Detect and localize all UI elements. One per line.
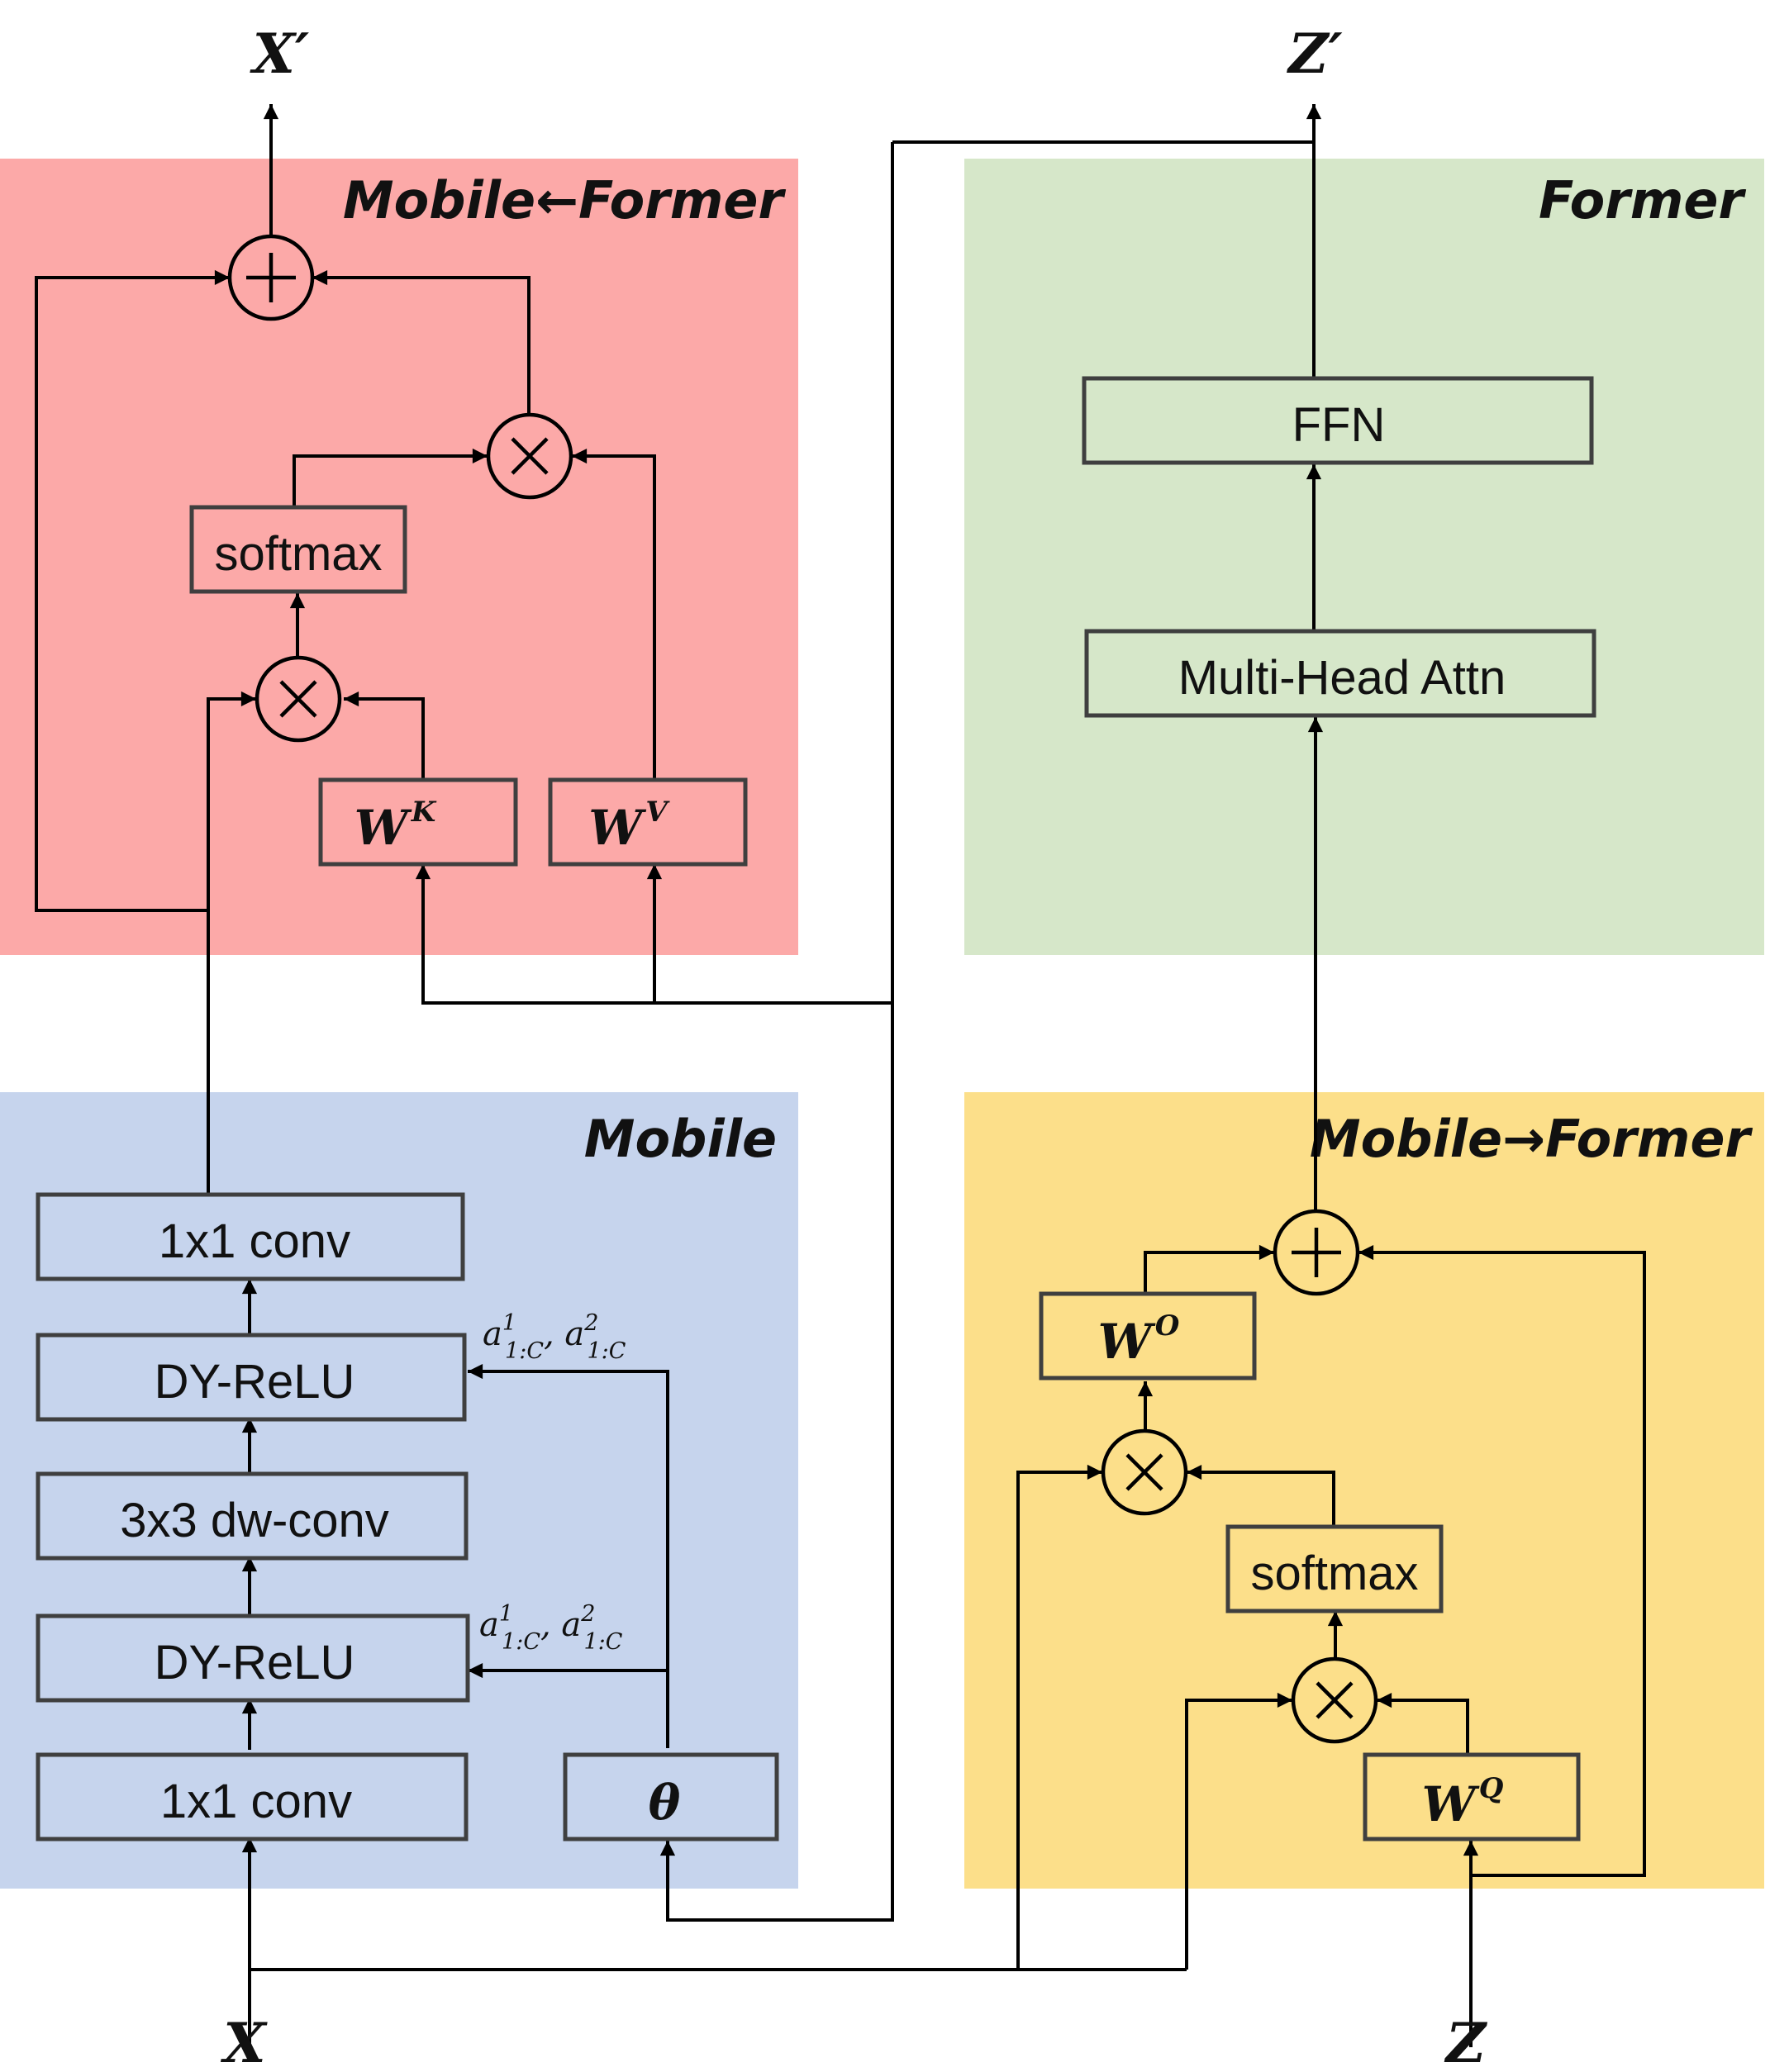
former-region [964, 159, 1764, 955]
arrow-residual-to-add-top [35, 269, 231, 912]
x-input-label: X [220, 2011, 268, 2072]
arrow-mobile-to-mul-top [207, 691, 257, 1195]
z-prime-label: Z′ [1286, 21, 1343, 86]
dyrelu-top-label: DY-ReLU [155, 1355, 355, 1409]
arrow-softmax-to-mul [293, 448, 488, 507]
conv1x1-top-label: 1x1 conv [159, 1214, 350, 1268]
mobile-former-region [0, 159, 798, 955]
arrow-mul-to-add-top [312, 269, 531, 413]
arrow-softmax-to-mul-bottom [1186, 1464, 1335, 1527]
times-operator-top-right [486, 412, 573, 500]
arrow-z-to-wk [415, 863, 892, 1005]
conv1x1-top-block: 1x1 conv [36, 1192, 465, 1281]
mobile-title: Mobile [584, 1109, 777, 1169]
plus-operator-top [227, 234, 315, 321]
arrow-x-to-mul-bottom-low [1185, 1692, 1293, 1970]
arrow-z-residual-to-add [1358, 1244, 1646, 1877]
conv1x1-bottom-label: 1x1 conv [160, 1775, 352, 1828]
arrow-wo-to-add [1144, 1244, 1275, 1292]
softmax-bottom-label: softmax [1250, 1547, 1418, 1600]
dyrelu-top-block: DY-ReLU [36, 1333, 467, 1422]
conv1x1-bottom-block: 1x1 conv [36, 1752, 469, 1842]
arrow-zprime-to-theta [659, 142, 894, 1922]
softmax-top-label: softmax [214, 527, 382, 581]
dyrelu-bottom-label: DY-ReLU [155, 1636, 355, 1689]
plus-operator-bottom [1273, 1209, 1360, 1296]
arrow-wk-to-mul [343, 691, 425, 780]
connections [35, 103, 1646, 2047]
arrow-wv-to-mul [571, 448, 656, 780]
dwconv-label: 3x3 dw-conv [120, 1494, 389, 1547]
mha-block: Multi-Head Attn [1084, 629, 1596, 718]
ffn-label: FFN [1292, 398, 1386, 452]
dwconv-block: 3x3 dw-conv [36, 1471, 469, 1561]
times-operator-top-left [255, 655, 342, 743]
softmax-block-bottom: softmax [1225, 1524, 1444, 1613]
z-input-label: Z [1444, 2011, 1488, 2072]
arrow-wq-to-mul [1376, 1692, 1469, 1756]
mha-label: Multi-Head Attn [1178, 651, 1506, 705]
x-prime-label: X′ [250, 21, 310, 86]
arrow-x-to-mul-bottom-top [1016, 1464, 1103, 1970]
times-operator-bottom-low [1291, 1656, 1378, 1744]
mobile-former-title: Mobile←Former [343, 170, 787, 230]
softmax-block-top: softmax [189, 505, 407, 594]
theta-label: θ [649, 1775, 681, 1831]
theta-block: θ [563, 1752, 779, 1842]
ffn-block: FFN [1082, 376, 1594, 465]
arrow-theta-to-dyrelu-top [467, 1363, 669, 1670]
mobile-to-former-title: Mobile→Former [1310, 1109, 1753, 1169]
former-title: Former [1539, 170, 1746, 230]
dyrelu-bottom-block: DY-ReLU [36, 1613, 470, 1703]
mobile-region [0, 1092, 798, 1889]
times-operator-bottom-top [1101, 1428, 1188, 1516]
